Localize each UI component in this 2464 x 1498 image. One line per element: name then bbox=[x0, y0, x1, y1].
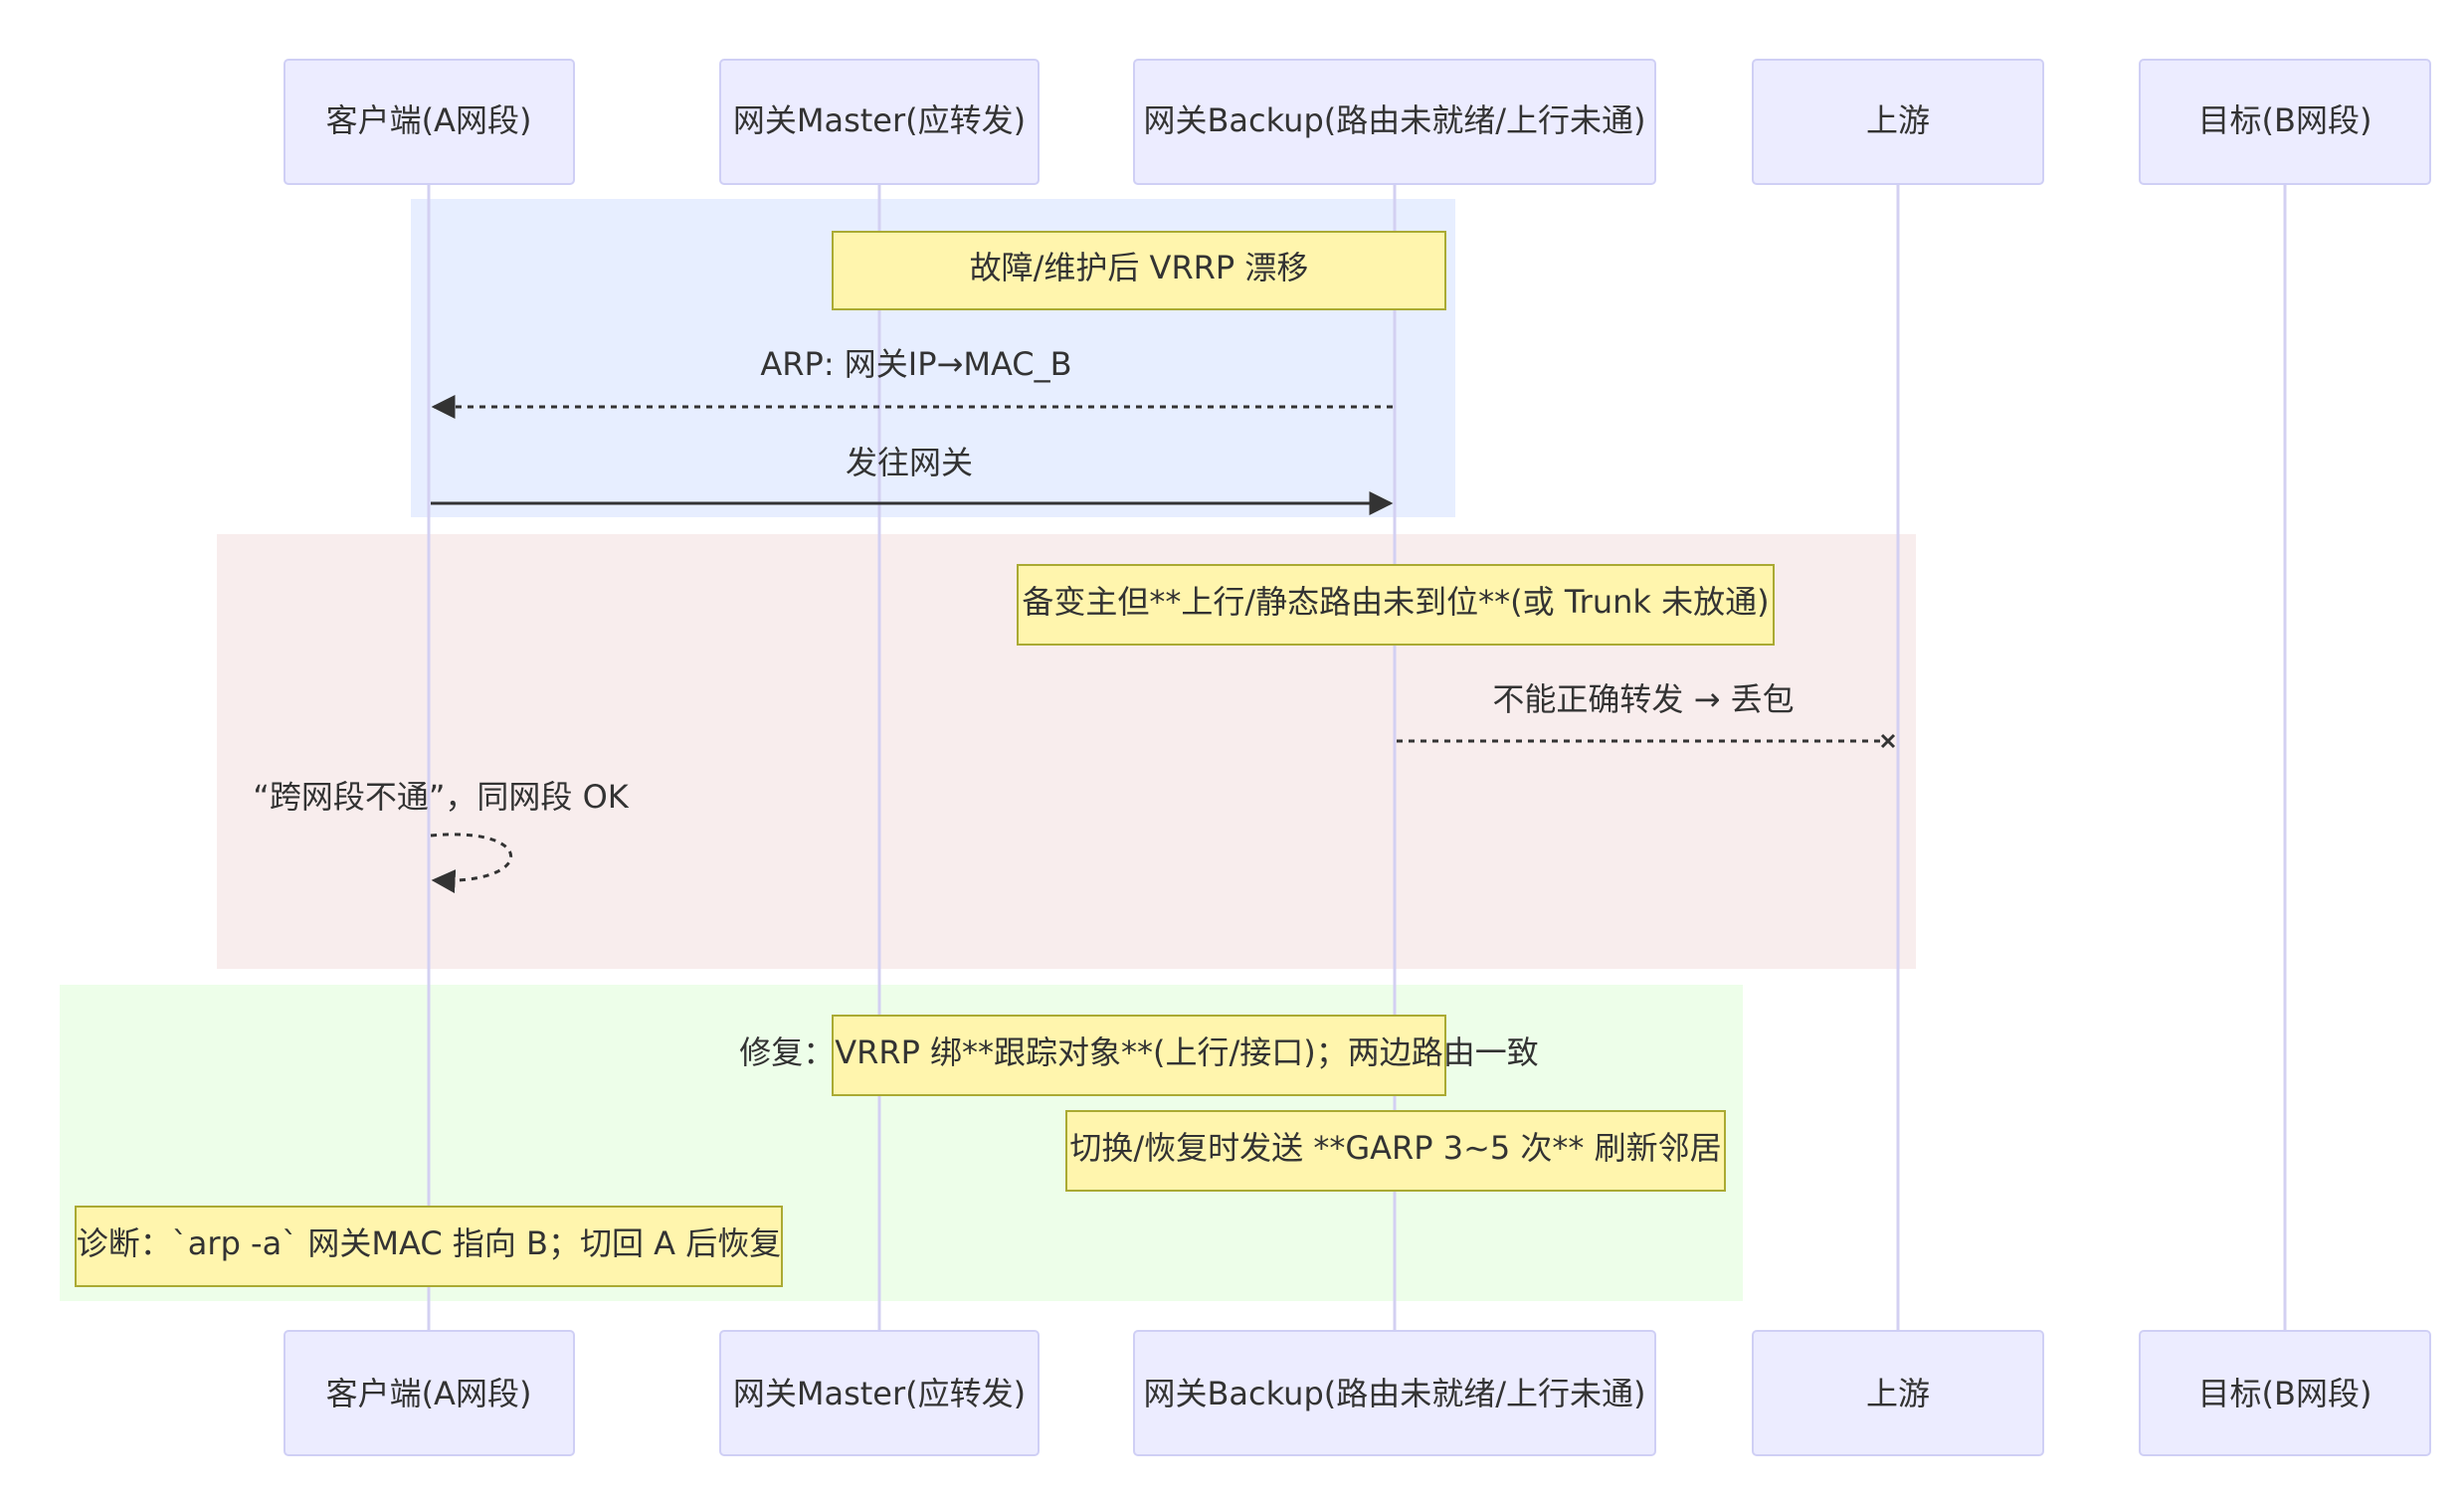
message-symptom-label: “跨网段不通”，同网段 OK bbox=[253, 778, 630, 816]
note-text: 切换/恢复时发送 **GARP 3~5 次** 刷新邻居 bbox=[1069, 1129, 1721, 1167]
actor-top-client: 客户端(A网段) bbox=[284, 59, 575, 185]
actor-bottom-target: 目标(B网段) bbox=[2139, 1330, 2431, 1456]
actor-label: 目标(B网段) bbox=[2198, 1375, 2372, 1412]
actor-top-master: 网关Master(应转发) bbox=[719, 59, 1040, 185]
actor-top-target: 目标(B网段) bbox=[2139, 59, 2431, 185]
actor-bottom-master: 网关Master(应转发) bbox=[719, 1330, 1040, 1456]
drop-cross-icon bbox=[1880, 733, 1896, 749]
note-text: 诊断：`arp -a` 网关MAC 指向 B；切回 A 后恢复 bbox=[77, 1224, 781, 1262]
message-symptom-loop bbox=[430, 833, 512, 894]
message-send-label: 发往网关 bbox=[846, 444, 973, 481]
note-fix-track: 修复：VRRP 绑**跟踪对象**(上行/接口)；两边路由一致 bbox=[739, 1015, 1539, 1096]
note-vrrp-drift: 故障/维护后 VRRP 漂移 bbox=[832, 231, 1446, 310]
note-text: 修复：VRRP 绑**跟踪对象**(上行/接口)；两边路由一致 bbox=[739, 1033, 1539, 1071]
note-text: 故障/维护后 VRRP 漂移 bbox=[970, 249, 1309, 286]
actor-top-backup: 网关Backup(路由未就绪/上行未通) bbox=[1133, 59, 1656, 185]
actor-label: 客户端(A网段) bbox=[326, 1375, 532, 1412]
actor-label: 网关Master(应转发) bbox=[733, 101, 1026, 139]
actor-bottom-upstream: 上游 bbox=[1752, 1330, 2044, 1456]
actor-top-upstream: 上游 bbox=[1752, 59, 2044, 185]
note-fix-garp: 切换/恢复时发送 **GARP 3~5 次** 刷新邻居 bbox=[1065, 1110, 1726, 1192]
actor-bottom-client: 客户端(A网段) bbox=[284, 1330, 575, 1456]
actor-label: 上游 bbox=[1866, 101, 1930, 139]
message-drop-label: 不能正确转发 → 丢包 bbox=[1492, 680, 1794, 718]
note-backup-not-ready: 备变主但**上行/静态路由未到位**(或 Trunk 未放通) bbox=[1017, 564, 1775, 646]
actor-label: 目标(B网段) bbox=[2198, 101, 2372, 139]
actor-label: 网关Master(应转发) bbox=[733, 1375, 1026, 1412]
actor-label: 客户端(A网段) bbox=[326, 101, 532, 139]
actor-bottom-backup: 网关Backup(路由未就绪/上行未通) bbox=[1133, 1330, 1656, 1456]
note-text: 备变主但**上行/静态路由未到位**(或 Trunk 未放通) bbox=[1022, 583, 1769, 621]
actor-label: 网关Backup(路由未就绪/上行未通) bbox=[1143, 1375, 1645, 1412]
note-diagnose: 诊断：`arp -a` 网关MAC 指向 B；切回 A 后恢复 bbox=[75, 1206, 783, 1287]
message-arp-label: ARP: 网关IP→MAC_B bbox=[760, 345, 1071, 383]
actor-label: 网关Backup(路由未就绪/上行未通) bbox=[1143, 101, 1645, 139]
actor-label: 上游 bbox=[1866, 1375, 1930, 1412]
